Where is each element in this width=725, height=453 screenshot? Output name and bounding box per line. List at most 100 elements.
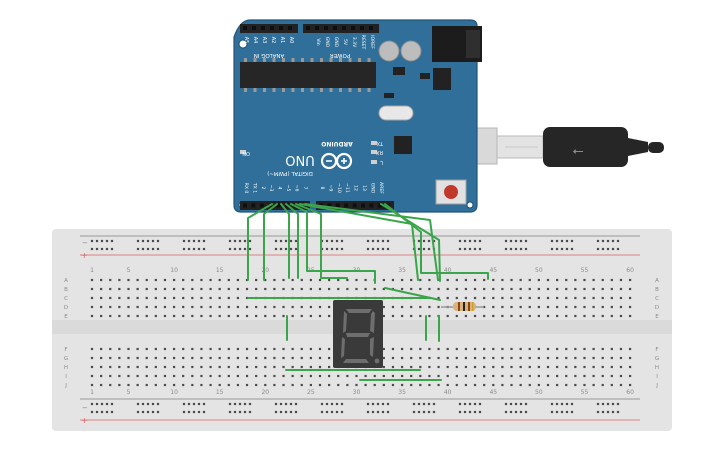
rail-hole[interactable]	[340, 239, 344, 243]
breadboard-hole[interactable]	[510, 347, 513, 351]
breadboard-hole[interactable]	[291, 278, 294, 282]
rail-hole[interactable]	[565, 410, 569, 414]
header-pin[interactable]	[288, 26, 292, 30]
breadboard-hole[interactable]	[410, 356, 413, 360]
breadboard-hole[interactable]	[255, 356, 258, 360]
breadboard-hole[interactable]	[264, 347, 267, 351]
breadboard-hole[interactable]	[255, 365, 258, 369]
breadboard-hole[interactable]	[565, 365, 568, 369]
breadboard-hole[interactable]	[391, 383, 395, 387]
breadboard-hole[interactable]	[236, 314, 240, 318]
breadboard-hole[interactable]	[601, 278, 604, 282]
rail-hole[interactable]	[616, 410, 620, 414]
rail-hole[interactable]	[366, 402, 370, 406]
header-pin[interactable]	[259, 203, 264, 208]
rail-hole[interactable]	[565, 239, 569, 243]
rail-hole[interactable]	[274, 247, 278, 251]
breadboard-hole[interactable]	[400, 356, 404, 360]
breadboard-hole[interactable]	[510, 383, 513, 387]
breadboard-hole[interactable]	[592, 296, 595, 300]
rail-hole[interactable]	[248, 247, 252, 251]
breadboard-hole[interactable]	[628, 314, 632, 318]
breadboard-hole[interactable]	[109, 296, 112, 300]
resistor[interactable]	[441, 302, 484, 311]
rail-hole[interactable]	[325, 247, 329, 251]
rail-hole[interactable]	[371, 247, 375, 251]
rail-hole[interactable]	[381, 410, 385, 414]
rail-hole[interactable]	[478, 239, 482, 243]
breadboard-hole[interactable]	[209, 314, 212, 318]
rail-hole[interactable]	[238, 402, 242, 406]
breadboard-hole[interactable]	[483, 305, 486, 309]
breadboard-hole[interactable]	[145, 314, 148, 318]
rail-hole[interactable]	[192, 247, 196, 251]
breadboard-hole[interactable]	[619, 314, 623, 318]
breadboard-hole[interactable]	[100, 314, 103, 318]
breadboard-hole[interactable]	[282, 383, 285, 387]
rail-hole[interactable]	[136, 247, 140, 251]
rail-hole[interactable]	[141, 239, 145, 243]
breadboard-hole[interactable]	[109, 374, 112, 378]
breadboard-hole[interactable]	[227, 305, 230, 309]
breadboard-hole[interactable]	[537, 278, 540, 282]
breadboard-hole[interactable]	[382, 383, 385, 387]
breadboard-hole[interactable]	[118, 305, 121, 309]
header-pin[interactable]	[369, 26, 373, 30]
breadboard-hole[interactable]	[519, 287, 522, 291]
breadboard-hole[interactable]	[473, 287, 477, 291]
breadboard-hole[interactable]	[419, 278, 422, 282]
rail-hole[interactable]	[141, 402, 145, 406]
breadboard-hole[interactable]	[382, 356, 385, 360]
breadboard-hole[interactable]	[163, 287, 167, 291]
breadboard-hole[interactable]	[328, 374, 331, 378]
breadboard-hole[interactable]	[118, 383, 121, 387]
breadboard-hole[interactable]	[592, 314, 595, 318]
breadboard-hole[interactable]	[90, 305, 94, 309]
breadboard-hole[interactable]	[236, 296, 240, 300]
breadboard-hole[interactable]	[483, 278, 486, 282]
breadboard-hole[interactable]	[118, 287, 121, 291]
breadboard-hole[interactable]	[264, 383, 267, 387]
breadboard-hole[interactable]	[318, 305, 322, 309]
breadboard-hole[interactable]	[391, 347, 395, 351]
rail-hole[interactable]	[468, 239, 472, 243]
breadboard-hole[interactable]	[236, 287, 240, 291]
rail-hole[interactable]	[187, 247, 191, 251]
breadboard-hole[interactable]	[182, 287, 185, 291]
breadboard-hole[interactable]	[537, 305, 540, 309]
breadboard-hole[interactable]	[282, 374, 285, 378]
rail-hole[interactable]	[606, 410, 610, 414]
rail-hole[interactable]	[95, 239, 99, 243]
rail-hole[interactable]	[458, 402, 462, 406]
breadboard-hole[interactable]	[619, 374, 623, 378]
breadboard-hole[interactable]	[410, 278, 413, 282]
breadboard-hole[interactable]	[282, 278, 285, 282]
breadboard-hole[interactable]	[118, 296, 121, 300]
breadboard-hole[interactable]	[519, 356, 522, 360]
rail-hole[interactable]	[458, 410, 462, 414]
rail-hole[interactable]	[550, 410, 554, 414]
breadboard-hole[interactable]	[473, 374, 477, 378]
rail-hole[interactable]	[151, 239, 155, 243]
rail-hole[interactable]	[243, 410, 247, 414]
rail-hole[interactable]	[381, 239, 385, 243]
rail-hole[interactable]	[228, 247, 232, 251]
breadboard-hole[interactable]	[592, 356, 595, 360]
rail-hole[interactable]	[473, 247, 477, 251]
breadboard-hole[interactable]	[154, 305, 157, 309]
breadboard-hole[interactable]	[200, 305, 203, 309]
breadboard-hole[interactable]	[109, 314, 112, 318]
rail-hole[interactable]	[248, 402, 252, 406]
rail-hole[interactable]	[182, 402, 186, 406]
breadboard-hole[interactable]	[145, 356, 148, 360]
rail-hole[interactable]	[238, 239, 242, 243]
breadboard-hole[interactable]	[264, 278, 267, 282]
breadboard-hole[interactable]	[419, 365, 422, 369]
rail-hole[interactable]	[95, 410, 99, 414]
rail-hole[interactable]	[386, 410, 390, 414]
breadboard-hole[interactable]	[492, 347, 495, 351]
breadboard-hole[interactable]	[583, 278, 586, 282]
rail-hole[interactable]	[596, 410, 600, 414]
breadboard-hole[interactable]	[528, 374, 531, 378]
